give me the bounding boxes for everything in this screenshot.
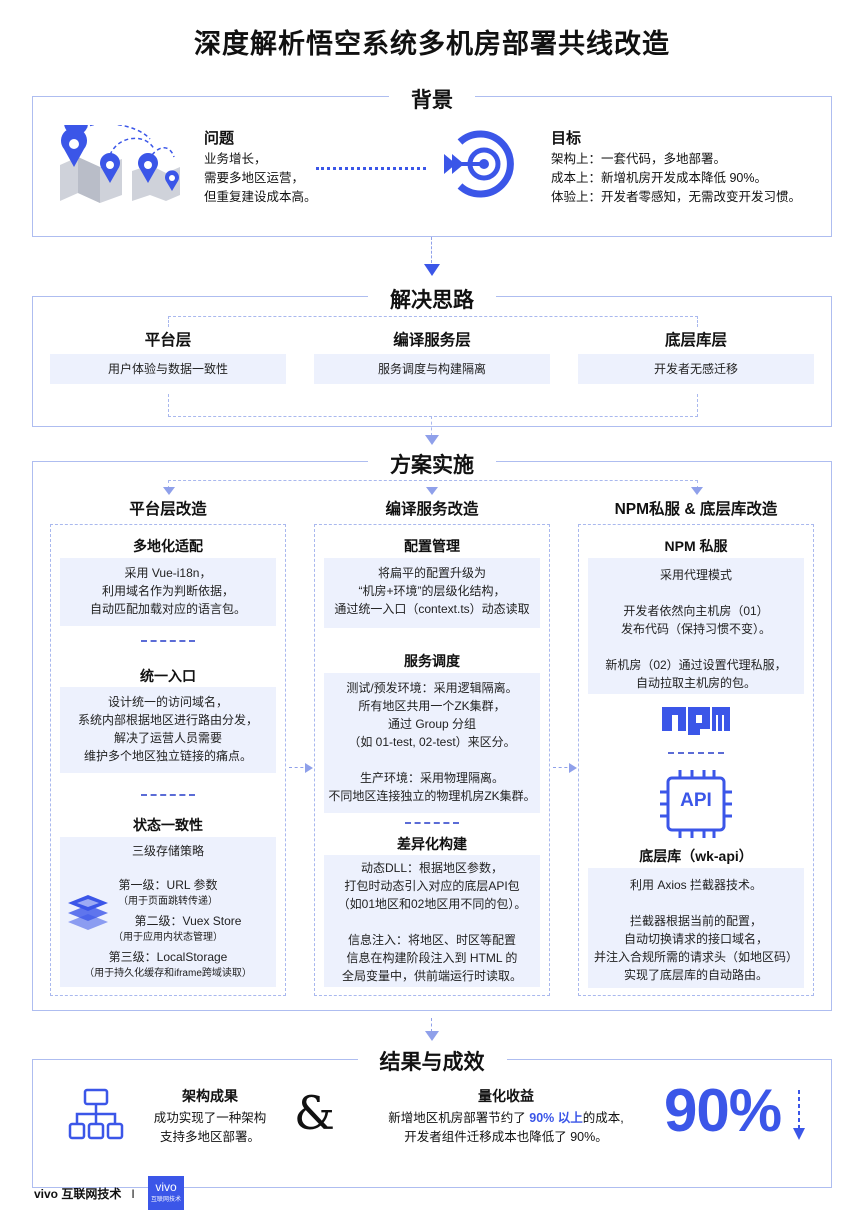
footer-logo: vivo 互联网技术 <box>148 1176 184 1210</box>
down-arrow-icon <box>691 487 703 495</box>
down-trend-arrow-icon <box>793 1090 805 1140</box>
layers-icon <box>68 895 108 930</box>
platform-column-title: 平台层改造 <box>129 501 207 518</box>
flow-arrow-2 <box>553 767 573 768</box>
multi-region-heading: 多地化适配 <box>133 538 203 554</box>
approach-bottom-bracket <box>168 394 698 417</box>
big-number: 90% <box>664 1077 782 1144</box>
gain-heading: 量化收益 <box>478 1088 534 1104</box>
right-arrow-icon <box>305 763 313 773</box>
arch-heading: 架构成果 <box>182 1088 238 1104</box>
ampersand: & <box>294 1086 335 1140</box>
diff-build-box: 动态DLL：根据地区参数， 打包时动态引入对应的底层API包 （如01地区和02… <box>324 855 540 987</box>
down-arrow-icon <box>426 487 438 495</box>
api-chip-icon <box>660 770 732 838</box>
npm-column-title: NPM私服 & 底层库改造 <box>614 501 778 518</box>
down-arrow-icon <box>425 435 439 445</box>
multi-region-box: 采用 Vue-i18n， 利用域名作为判断依据， 自动匹配加载对应的语言包。 <box>60 558 276 626</box>
npm-private-heading: NPM 私服 <box>664 538 728 554</box>
background-title: 背景 <box>0 84 864 114</box>
flow-arrow-1 <box>289 767 309 768</box>
compile-column <box>314 524 550 996</box>
approach-top-bracket <box>168 316 698 327</box>
layer-name-compile: 编译服务层 <box>393 332 471 349</box>
problem-goal-connector <box>316 167 426 170</box>
lib-box: 利用 Axios 拦截器技术。 拦截器根据当前的配置， 自动切换请求的接口域名，… <box>588 868 804 988</box>
implementation-title: 方案实施 <box>0 449 864 479</box>
level-2-label: 第二级：Vuex Store <box>134 914 242 928</box>
config-box: 将扁平的配置升级为 “机房+环境”的层级化结构， 通过统一入口（context.… <box>324 558 540 628</box>
connector-line <box>431 237 432 263</box>
compile-column-title: 编译服务改造 <box>385 501 479 518</box>
level-3-label: 第三级：LocalStorage <box>108 950 228 964</box>
right-arrow-icon <box>569 763 577 773</box>
implementation-top-bracket <box>168 480 698 489</box>
npm-logo-icon <box>660 703 732 737</box>
dispatch-heading: 服务调度 <box>404 653 460 669</box>
dispatch-box: 测试/预发环境：采用逻辑隔离。 所有地区共用一个ZK集群， 通过 Group 分… <box>324 673 540 813</box>
level-1-label: 第一级：URL 参数 <box>118 878 218 892</box>
lib-heading: 底层库（wk-api） <box>639 848 753 864</box>
layer-desc-compile: 服务调度与构建隔离 <box>314 354 550 384</box>
problem-text: 业务增长， 需要多地区运营， 但重复建设成本高。 <box>204 152 317 204</box>
unified-entry-box: 设计统一的访问域名， 系统内部根据地区进行路由分发， 解决了运营人员需要 维护多… <box>60 687 276 773</box>
level-3-note: （用于持久化缓存和iframe跨域读取） <box>84 968 252 979</box>
diff-build-heading: 差异化构建 <box>397 836 467 852</box>
goal-heading: 目标 <box>551 130 582 147</box>
config-heading: 配置管理 <box>404 538 460 554</box>
npm-column <box>578 524 814 996</box>
divider <box>141 794 195 796</box>
down-arrow-icon <box>163 487 175 495</box>
api-chip-label: API <box>680 790 712 811</box>
approach-title: 解决思路 <box>0 284 864 314</box>
layer-desc-lib: 开发者无感迁移 <box>578 354 814 384</box>
down-arrow-icon <box>424 264 440 276</box>
connector-line <box>431 416 432 436</box>
down-arrow-icon <box>425 1031 439 1041</box>
platform-column <box>50 524 286 996</box>
goal-text: 架构上：一套代码，多地部署。 成本上：新增机房开发成本降低 90%。 体验上：开… <box>551 152 802 204</box>
page-title: 深度解析悟空系统多机房部署共线改造 <box>194 29 670 59</box>
results-title: 结果与成效 <box>0 1046 864 1076</box>
map-pins-icon <box>60 125 180 203</box>
problem-heading: 问题 <box>204 130 235 147</box>
storage-levels: 第一级：URL 参数 （用于页面跳转传递） 第二级：Vuex Store （用于… <box>60 876 276 981</box>
unified-entry-heading: 统一入口 <box>140 668 196 684</box>
layer-name-platform: 平台层 <box>144 332 192 349</box>
npm-private-box: 采用代理模式 开发者依然向主机房（01） 发布代码（保持习惯不变）。 新机房（0… <box>588 558 804 694</box>
arch-result: 架构成果 成功实现了一种架构 支持多地区部署。 <box>130 1086 290 1147</box>
target-icon <box>444 130 514 198</box>
layer-name-lib: 底层库层 <box>664 332 727 349</box>
divider <box>668 752 724 754</box>
level-2-note: （用于应用内状态管理） <box>113 932 223 943</box>
level-1-note: （用于页面跳转传递） <box>118 896 218 907</box>
hierarchy-icon <box>68 1088 124 1140</box>
gain-result: 量化收益 新增地区机房部署节约了 90% 以上的成本, 开发者组件迁移成本也降低… <box>356 1086 656 1147</box>
divider <box>141 640 195 642</box>
connector-line <box>431 1018 432 1032</box>
divider <box>405 822 459 824</box>
state-consistency-heading: 状态一致性 <box>133 817 203 833</box>
layer-desc-platform: 用户体验与数据一致性 <box>50 354 286 384</box>
